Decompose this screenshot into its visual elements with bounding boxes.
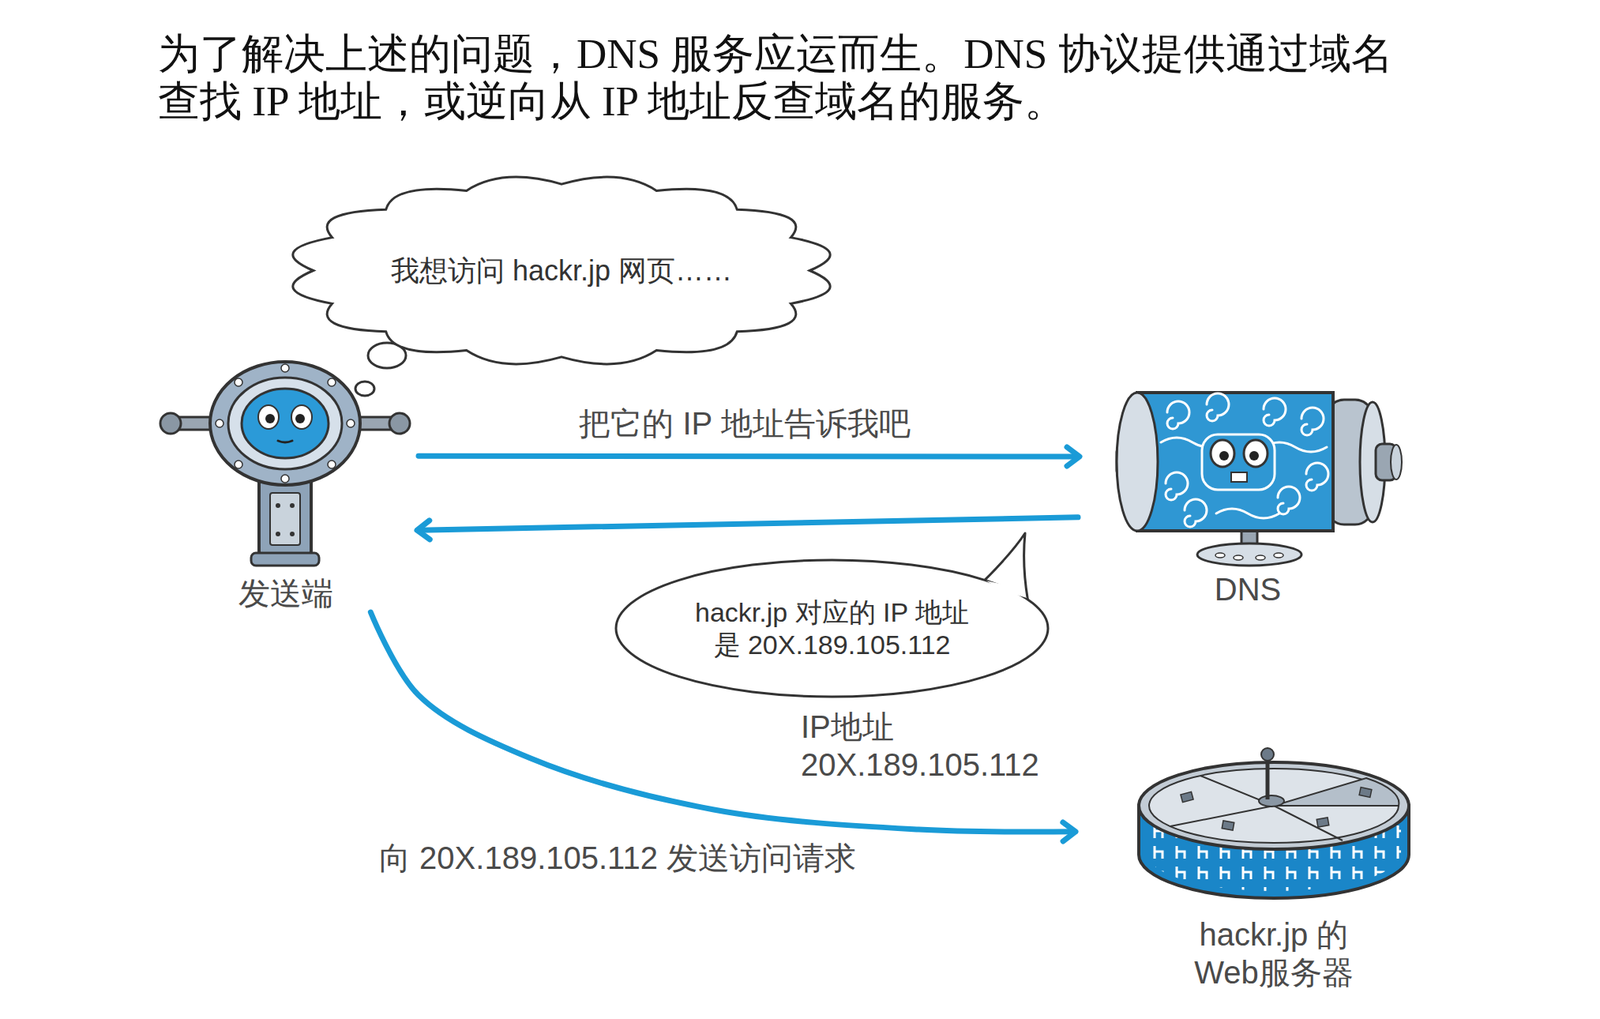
query-arrow <box>418 453 1078 460</box>
thought-dot <box>355 381 375 396</box>
edge-label: 向 20X.189.105.112 发送访问请求 <box>374 838 861 877</box>
dns-swirls-part <box>1301 407 1324 436</box>
dns-base-dots-part <box>1233 555 1244 560</box>
sender-node: 发送端 <box>152 347 419 613</box>
server-hub <box>1258 795 1285 807</box>
web-server-node: hackr.jp 的 Web服务器 <box>1074 734 1474 992</box>
robot-mouth <box>277 440 293 443</box>
robot-bolts-part <box>346 419 355 428</box>
server-top-inner <box>1149 768 1399 843</box>
dns-swirls-part <box>1263 398 1286 426</box>
cloud-outline <box>292 176 831 365</box>
dns-swirls <box>1160 393 1329 527</box>
server-squares-part <box>1180 791 1194 802</box>
dns-knob-face <box>1390 444 1402 480</box>
robot-head <box>210 361 361 485</box>
dns-base-dots <box>1215 552 1284 560</box>
server-squares <box>1180 787 1372 831</box>
robot-bolts-part <box>281 474 290 483</box>
connectors <box>370 455 1078 832</box>
bubble-join <box>986 580 1027 598</box>
dns-swirls-part <box>1167 401 1190 429</box>
web-server <box>1138 747 1409 898</box>
node-label: DNS <box>1214 570 1281 609</box>
server-sector <box>1273 777 1399 806</box>
robot-bolts-part <box>234 378 243 387</box>
robot-foot <box>251 552 320 566</box>
dns-mouth <box>1231 472 1247 482</box>
server-top <box>1138 762 1409 849</box>
body-paragraph: 为了解决上述的问题，DNS 服务应运而生。DNS 协议提供通过域名查找 IP 地… <box>157 30 1422 125</box>
edge-label: 把它的 IP 地址告诉我吧 <box>574 404 915 443</box>
dns-machine <box>1116 392 1402 566</box>
node-label: 发送端 <box>238 574 334 613</box>
robot-ring <box>228 377 342 470</box>
server-squares-part <box>1221 820 1235 831</box>
robot-eye <box>258 405 279 429</box>
server-squares-part <box>1359 787 1372 798</box>
robot-bolts-part <box>327 378 336 387</box>
robot-dot <box>289 531 295 537</box>
speech-bubble: hackr.jp 对应的 IP 地址 是 20X.189.105.112 <box>612 556 1052 700</box>
robot-bolts <box>215 364 355 483</box>
dns-base-dots-part <box>1215 552 1225 558</box>
dns-swirls-part <box>1206 393 1229 421</box>
thought-dots <box>355 342 406 396</box>
reply-arrow <box>418 517 1078 530</box>
dns-base <box>1197 543 1302 566</box>
robot-eye <box>291 405 312 429</box>
dns-swirls-part <box>1306 462 1329 491</box>
dns-swirls-part <box>1184 499 1207 527</box>
dns-face-patch <box>1201 434 1275 490</box>
server-squares-part <box>1316 817 1330 827</box>
dns-eye <box>1210 439 1235 467</box>
dns-base-dots-part <box>1273 552 1284 558</box>
robot-bolts-part <box>215 419 224 428</box>
robot-panel <box>270 492 301 545</box>
dns-body <box>1137 392 1334 531</box>
robot-dot <box>289 503 295 508</box>
robot-bolts-part <box>234 460 243 469</box>
sender-robot <box>160 361 410 566</box>
server-antenna-tip <box>1261 747 1274 761</box>
dns-pupil <box>1219 450 1229 461</box>
thought-text: 我想访问 hackr.jp 网页…… <box>390 253 733 288</box>
robot-dot <box>275 531 281 537</box>
dns-base-dots-part <box>1255 555 1266 560</box>
dns-node: DNS <box>1077 379 1418 609</box>
node-label: hackr.jp 的 Web服务器 <box>1171 915 1377 992</box>
dns-pupil <box>1249 450 1259 461</box>
robot-pupil <box>265 413 275 424</box>
robot-bolts-part <box>281 364 290 372</box>
dns-swirls-part <box>1277 486 1300 515</box>
robot-dot <box>275 503 281 508</box>
server-lines <box>1170 775 1343 841</box>
robot-pupil <box>295 413 305 424</box>
dns-swirls-part <box>1165 472 1188 500</box>
thought-cloud: 我想访问 hackr.jp 网页…… <box>283 173 840 368</box>
robot-bolts-part <box>327 460 336 469</box>
dns-swirls-part <box>1216 508 1280 519</box>
dns-left-face <box>1116 392 1158 531</box>
bubble-text: hackr.jp 对应的 IP 地址 是 20X.189.105.112 <box>685 596 980 662</box>
ip-address-note: IP地址 20X.189.105.112 <box>800 707 1070 784</box>
robot-hand <box>160 413 181 434</box>
bubble-outline <box>615 559 1048 697</box>
server-antenna <box>1265 759 1270 800</box>
robot-hand <box>389 413 410 434</box>
robot-face <box>241 388 329 459</box>
node-outline <box>612 556 1052 700</box>
dns-eye <box>1243 439 1268 467</box>
